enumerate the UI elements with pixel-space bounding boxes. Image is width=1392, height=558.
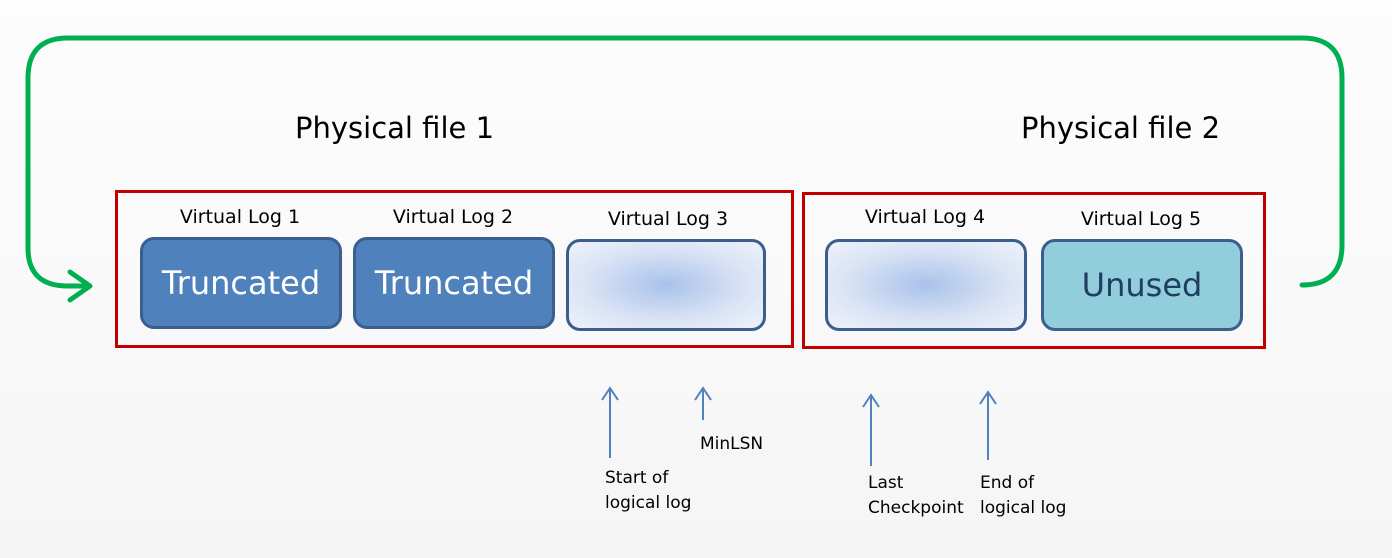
virtual-log-5-label: Virtual Log 5 [1080,208,1202,230]
physical-file-1-title: Physical file 1 [295,111,495,145]
start-of-logical-log-label: Start of logical log [605,466,691,516]
minlsn-arrow [694,386,712,420]
physical-file-2-title: Physical file 2 [1021,111,1221,145]
virtual-log-1-block: Truncated [140,237,342,329]
virtual-log-3-label: Virtual Log 3 [607,208,729,230]
last-checkpoint-arrow [862,393,880,466]
start-of-logical-log-arrow [601,386,619,458]
end-of-logical-log-label: End of logical log [980,471,1066,521]
virtual-log-4-label: Virtual Log 4 [864,206,986,228]
virtual-log-5-block: Unused [1041,239,1243,331]
end-of-logical-log-line1: End of [980,473,1035,493]
last-checkpoint-line2: Checkpoint [868,498,964,518]
start-of-logical-log-line1: Start of [605,468,669,488]
virtual-log-1-label: Virtual Log 1 [179,206,301,228]
virtual-log-2-label: Virtual Log 2 [392,206,514,228]
last-checkpoint-line1: Last [868,473,904,493]
start-of-logical-log-line2: logical log [605,493,692,513]
physical-file-2-box [802,192,1266,349]
end-of-logical-log-arrow [979,390,997,460]
wrap-around-arrowhead [67,269,93,303]
virtual-log-3-block [566,239,766,331]
wrap-around-arrow [25,35,1345,289]
virtual-log-4-block [825,239,1027,331]
minlsn-line1: MinLSN [700,434,764,454]
minlsn-label: MinLSN [700,432,763,457]
end-of-logical-log-line2: logical log [980,498,1067,518]
physical-file-1-box [115,190,794,348]
virtual-log-2-block: Truncated [353,237,555,329]
last-checkpoint-label: Last Checkpoint [868,471,964,521]
